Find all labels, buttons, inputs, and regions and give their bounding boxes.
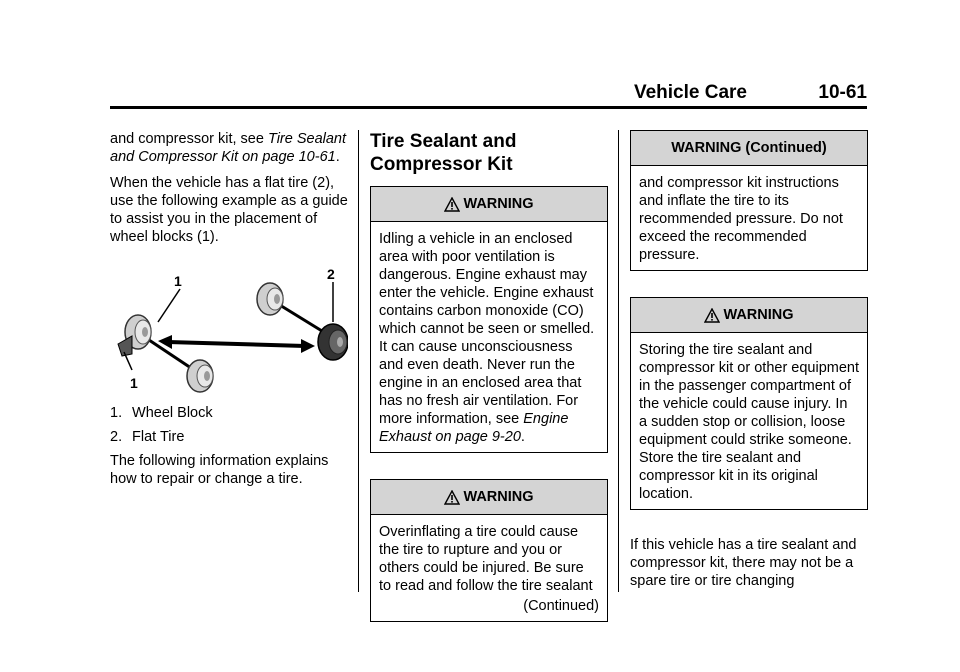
column-2: Tire Sealant and Compressor Kit WARNING … — [370, 130, 608, 648]
tire-front-left — [124, 314, 152, 350]
warning-heading: WARNING — [631, 298, 867, 333]
page-number: 10-61 — [818, 82, 867, 103]
list-item: 2. Flat Tire — [110, 429, 185, 445]
section-heading: Tire Sealant and Compressor Kit — [370, 131, 517, 175]
callout-label: 1 — [174, 273, 182, 289]
placement-paragraph: When the vehicle has a flat tire (2), us… — [110, 175, 348, 245]
cross-reference-link[interactable]: Tire Sealant and Compressor Kit on page … — [110, 131, 347, 165]
column-divider-2 — [618, 130, 619, 592]
warning-triangle-icon — [444, 489, 461, 505]
column-1: and compressor kit, see Tire Sealant and… — [110, 130, 348, 496]
warning-body: Storing the tire sealant and compressor … — [639, 342, 860, 502]
tire-front-right — [256, 282, 284, 316]
page-header: Vehicle Care 10-61 — [110, 82, 867, 106]
wheel-block-illustration: 1 2 1 — [117, 266, 348, 393]
warning-triangle-icon — [704, 307, 721, 323]
warning-heading: WARNING — [371, 187, 607, 222]
column-3: WARNING (Continued) and compressor kit i… — [630, 130, 868, 598]
continued-label: (Continued) — [523, 598, 599, 614]
wheel-block-figure: 1 2 1 — [110, 264, 348, 394]
warning-box: WARNING Overinflating a tire could cause… — [370, 479, 608, 622]
warning-body: and compressor kit instructions and infl… — [639, 175, 843, 263]
list-item: 1. Wheel Block — [110, 405, 213, 421]
column-divider-1 — [358, 130, 359, 592]
header-rule — [110, 106, 867, 109]
section-title: Vehicle Care — [633, 82, 747, 103]
warning-box: WARNING Storing the tire sealant and com… — [630, 297, 868, 510]
callout-label: 2 — [327, 266, 335, 282]
figure-legend: 1. Wheel Block 2. Flat Tire — [110, 404, 348, 446]
tire-rear-left — [186, 359, 214, 393]
callout-label: 1 — [130, 375, 138, 391]
warning-triangle-icon — [444, 196, 461, 212]
warning-heading: WARNING — [371, 480, 607, 515]
intro-paragraph: and compressor kit, see Tire Sealant and… — [110, 131, 347, 165]
warning-box: WARNING Idling a vehicle in an enclosed … — [370, 186, 608, 453]
flat-tire-icon — [317, 323, 348, 361]
closing-paragraph: If this vehicle has a tire sealant and c… — [630, 537, 857, 589]
warning-heading: WARNING (Continued) — [631, 131, 867, 166]
wheel-block-icon — [117, 335, 133, 357]
warning-body: Overinflating a tire could cause the tir… — [379, 524, 599, 614]
warning-body: Idling a vehicle in an enclosed area wit… — [379, 231, 595, 445]
info-paragraph: The following information explains how t… — [110, 453, 329, 487]
warning-box: WARNING (Continued) and compressor kit i… — [630, 130, 868, 271]
cross-reference-link[interactable]: Engine Exhaust on page 9-20 — [379, 411, 569, 445]
